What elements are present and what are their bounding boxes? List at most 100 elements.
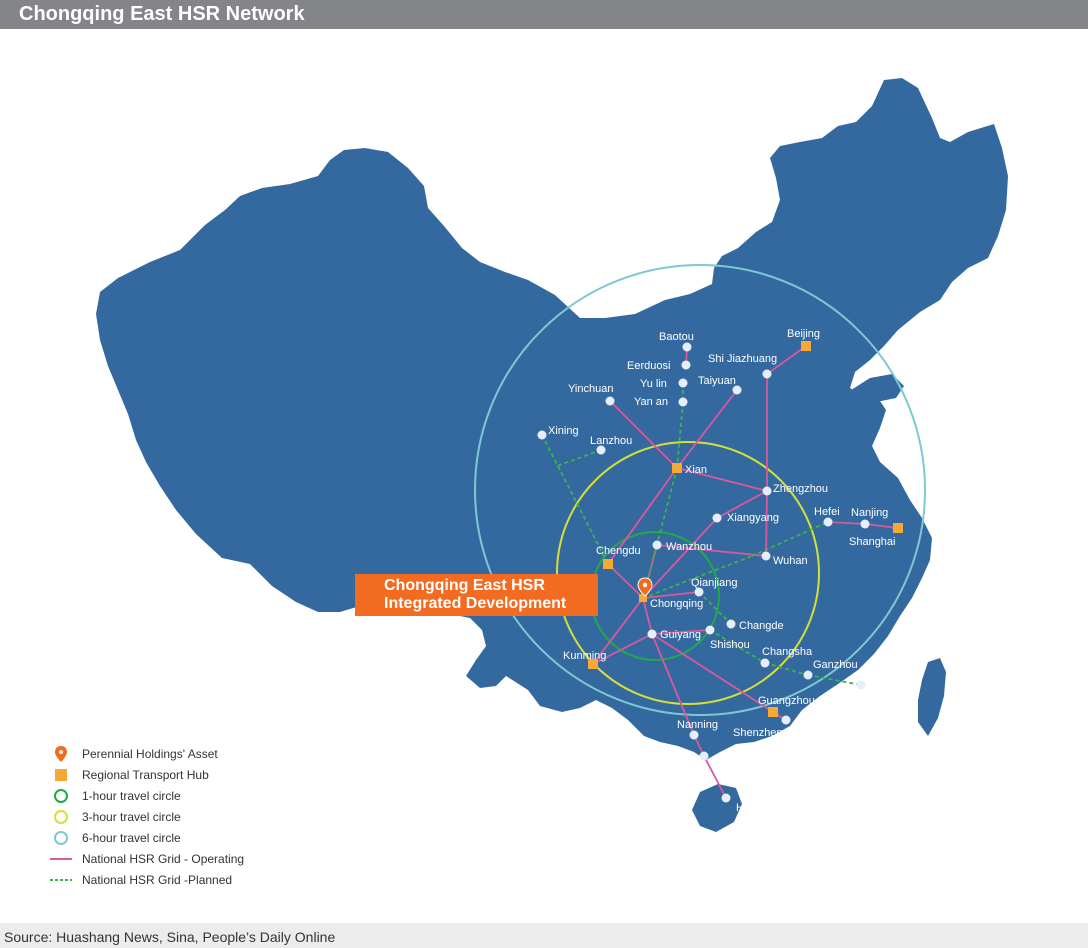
hub-guangzhou[interactable] [768,707,778,717]
city-dot-guiyang[interactable] [647,629,657,639]
title-bar: Chongqing East HSR Network [0,0,1088,29]
map-legend: Perennial Holdings' Asset Regional Trans… [50,745,310,895]
city-dot-qianjiang[interactable] [694,587,704,597]
ring-icon [54,831,68,845]
label-haikou: Haikou [736,802,770,814]
label-yanan: Yan an [634,396,668,408]
city-dot-eerduosi[interactable] [681,360,691,370]
china-hsr-map: Baotou Beijing Eerduosi Shi Jiazhuang Yu… [96,78,1008,832]
city-dot-taiyuan[interactable] [732,385,742,395]
label-xiangyang: Xiangyang [727,512,779,524]
label-chengdu: Chengdu [596,545,641,557]
label-wuhan: Wuhan [773,555,808,567]
label-changde: Changde [739,620,784,632]
city-dot-wanzhou[interactable] [652,540,662,550]
dashed-line-icon [50,879,72,881]
label-zhengzhou: Zhengzhou [773,483,828,495]
hub-xian[interactable] [672,463,682,473]
hub-kunming[interactable] [588,659,598,669]
label-shenzhen: Shenzhen [733,727,783,739]
hub-shanghai[interactable] [893,523,903,533]
label-qianjiang: Qianjiang [691,577,737,589]
label-changsha: Changsha [762,646,813,658]
callout-line-1: Chongqing East HSR [384,577,545,594]
label-yinchuan: Yinchuan [568,383,613,395]
city-dot-ganzhou[interactable] [803,670,813,680]
city-dot-hefei[interactable] [823,517,833,527]
taiwan-island [918,658,946,736]
label-xining: Xining [548,425,579,437]
legend-item-circle-1h: 1-hour travel circle [50,787,310,805]
city-dot-yinchuan[interactable] [605,396,615,406]
city-dot-changde[interactable] [726,619,736,629]
hub-beijing[interactable] [801,341,811,351]
city-dot-nanjing[interactable] [860,519,870,529]
label-shanghai: Shanghai [849,536,896,548]
square-icon [55,769,67,781]
city-dot-zhengzhou[interactable] [762,486,772,496]
legend-item-circle-6h: 6-hour travel circle [50,829,310,847]
legend-label-hub: Regional Transport Hub [82,768,209,782]
map-pin-icon [55,746,67,762]
label-ganzhou: Ganzhou [813,659,858,671]
label-xian: Xian [685,464,707,476]
source-text: Source: Huashang News, Sina, People’s Da… [4,929,336,945]
label-nanjing: Nanjing [851,507,888,519]
circle-3h [556,441,820,705]
asset-pin-icon[interactable] [637,577,653,597]
ring-icon [54,810,68,824]
city-dot-yulin[interactable] [678,378,688,388]
city-dot-haikou[interactable] [721,793,731,803]
label-lanzhou: Lanzhou [590,435,632,447]
shandong-peninsula [848,374,904,406]
city-dot-lanzhou[interactable] [596,445,606,455]
city-dot-wuhan[interactable] [761,551,771,561]
label-taiyuan: Taiyuan [698,375,736,387]
label-baotou: Baotou [659,331,694,343]
circle-6h [474,264,926,716]
map-area: Baotou Beijing Eerduosi Shi Jiazhuang Yu… [0,29,1088,923]
legend-item-planned: National HSR Grid -Planned [50,871,310,889]
legend-label-planned: National HSR Grid -Planned [82,873,233,887]
page-title: Chongqing East HSR Network [19,3,305,25]
legend-item-asset: Perennial Holdings' Asset [50,745,310,763]
city-dot-yanan[interactable] [678,397,688,407]
source-footer: Source: Huashang News, Sina, People’s Da… [0,923,1088,948]
legend-item-hub: Regional Transport Hub [50,766,310,784]
legend-label-circle-3h: 3-hour travel circle [82,810,181,824]
city-dot-shijiazhuang[interactable] [762,369,772,379]
solid-line-icon [50,858,72,860]
city-dot-shenzhen[interactable] [781,715,791,725]
label-shijiazhuang: Shi Jiazhuang [708,353,777,365]
ring-icon [54,789,68,803]
hub-chongqing[interactable] [639,594,647,602]
city-dot-xiangyang[interactable] [712,513,722,523]
city-dot-zhanjiang[interactable] [699,751,709,761]
legend-item-circle-3h: 3-hour travel circle [50,808,310,826]
city-dot-changsha[interactable] [760,658,770,668]
hub-chengdu[interactable] [603,559,613,569]
label-yulin: Yu lin [640,378,667,390]
hainan-island [692,784,742,832]
city-dot-xining[interactable] [537,430,547,440]
label-chongqing: Chongqing [650,598,703,610]
label-eerduosi: Eerduosi [627,360,670,372]
legend-label-circle-6h: 6-hour travel circle [82,831,181,845]
label-zhanjiang: Zhanjiang [647,762,695,774]
city-dot-xiamen[interactable] [856,680,866,690]
label-xiamen: Xiamen [866,685,903,697]
label-guangzhou: Guangzhou [758,695,815,707]
label-wanzhou: Wanzhou [666,541,712,553]
label-kunming: Kunming [563,650,606,662]
callout-line-2: Integrated Development [384,595,567,612]
city-dots [537,342,870,803]
label-hefei: Hefei [814,506,840,518]
legend-item-operating: National HSR Grid - Operating [50,850,310,868]
hub-squares [588,341,903,717]
china-landmass [96,78,1008,760]
city-dot-baotou[interactable] [682,342,692,352]
legend-label-asset: Perennial Holdings' Asset [82,747,218,761]
city-dot-nanning[interactable] [689,730,699,740]
asset-callout: Chongqing East HSR Integrated Developmen… [355,574,598,616]
city-dot-shishou[interactable] [705,625,715,635]
